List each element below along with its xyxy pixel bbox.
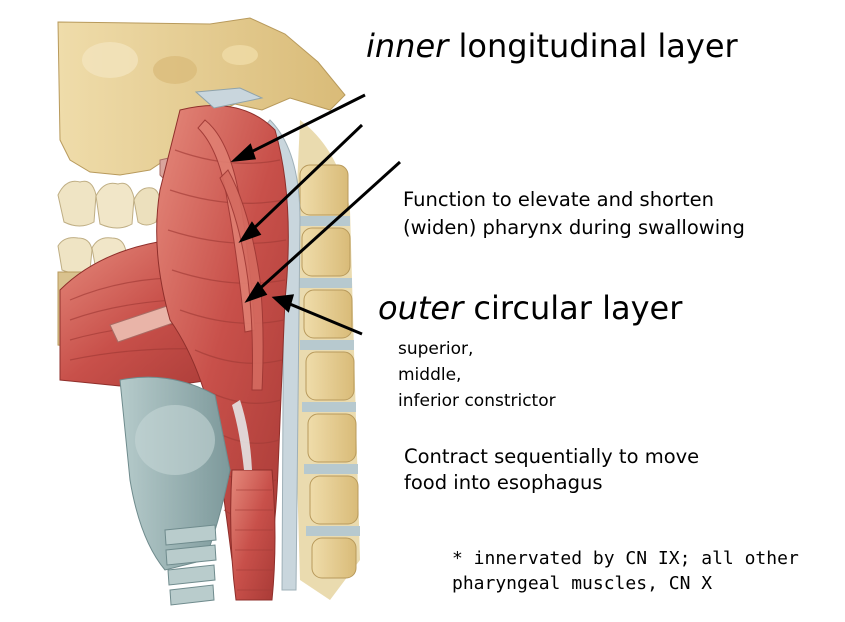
bone-texture [153,56,197,84]
bone-texture [82,42,138,78]
contract-text-line2: food into esophagus [404,469,603,496]
upper-teeth [58,181,160,228]
inner-heading-rest: longitudinal layer [448,27,737,65]
function-text-line1: Function to elevate and shorten [403,186,714,213]
bone-texture [222,45,258,65]
contract-text-line1: Contract sequentially to move [404,443,699,470]
constrictor-middle: middle, [398,363,461,388]
thyroid-cartilage-highlight [135,405,215,475]
constrictor-inferior: inferior constrictor [398,389,556,414]
cervical-spine [292,120,360,600]
function-text-line2: (widen) pharynx during swallowing [403,214,745,241]
inner-layer-heading: inner longitudinal layer [366,28,738,64]
inner-emphasis: inner [366,27,448,65]
outer-layer-heading: outer circular layer [378,290,682,326]
outer-emphasis: outer [378,289,463,327]
constrictor-superior: superior, [398,337,473,362]
footnote-line2: pharyngeal muscles, CN X [452,573,712,595]
footnote-line1: * innervated by CN IX; all other [452,548,799,570]
outer-heading-rest: circular layer [463,289,682,327]
